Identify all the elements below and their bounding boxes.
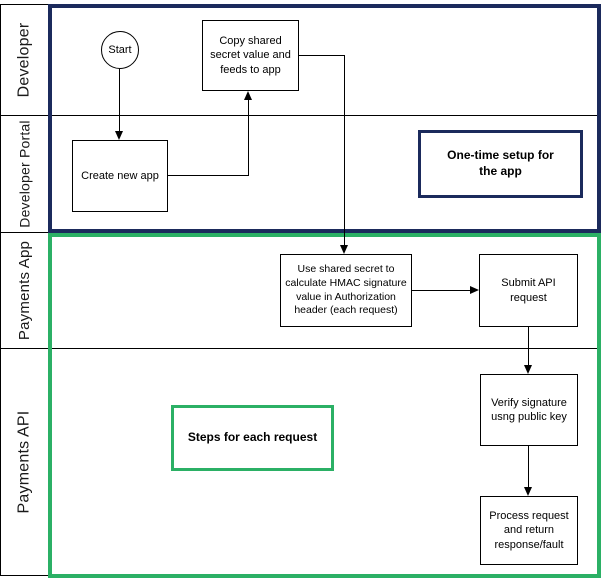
copy-shared-secret-step: Copy shared secret value and feeds to ap… (202, 20, 299, 91)
arrowhead-verify-to-process (524, 487, 532, 496)
lane-developer-portal: Developer Portal (0, 115, 49, 233)
lane-payments-app-label: Payments App (16, 240, 33, 341)
lane-divider-payments-api (52, 348, 597, 349)
one-time-setup-note: One-time setup for the app (418, 130, 583, 198)
lane-payments-api-label: Payments API (15, 410, 33, 514)
verify-signature-step: Verify signature usng public key (480, 374, 578, 446)
lane-payments-api: Payments API (0, 348, 49, 576)
lane-payments-app: Payments App (0, 232, 49, 349)
lane-developer: Developer (0, 4, 49, 116)
connector-verify-to-process (528, 446, 529, 487)
connector-copy-to-use-v (344, 55, 345, 245)
lane-developer-portal-label: Developer Portal (16, 120, 33, 228)
submit-api-request-step: Submit API request (479, 254, 578, 327)
arrowhead-submit-to-verify (524, 365, 532, 374)
use-shared-secret-step: Use shared secret to calculate HMAC sign… (280, 254, 412, 327)
lane-developer-label: Developer (15, 22, 33, 98)
one-time-setup-group-frame (48, 4, 601, 233)
steps-for-each-request-note: Steps for each request (171, 405, 334, 471)
arrowhead-use-to-submit (470, 286, 479, 294)
arrowhead-copy-to-use (340, 245, 348, 254)
create-new-app-step: Create new app (72, 140, 168, 212)
connector-copy-to-use-h (299, 55, 345, 56)
per-request-group-frame (48, 233, 601, 578)
connector-create-to-copy-h (168, 175, 249, 176)
connector-create-to-copy-v (248, 100, 249, 176)
arrowhead-create-to-copy (244, 91, 252, 100)
arrowhead-start-to-create (115, 131, 123, 140)
connector-submit-to-verify (528, 327, 529, 365)
process-request-step: Process request and return response/faul… (480, 496, 578, 565)
connector-use-to-submit (412, 290, 470, 291)
start-event: Start (101, 31, 139, 69)
lane-divider-developer-portal (52, 115, 597, 116)
connector-start-to-create (119, 69, 120, 131)
